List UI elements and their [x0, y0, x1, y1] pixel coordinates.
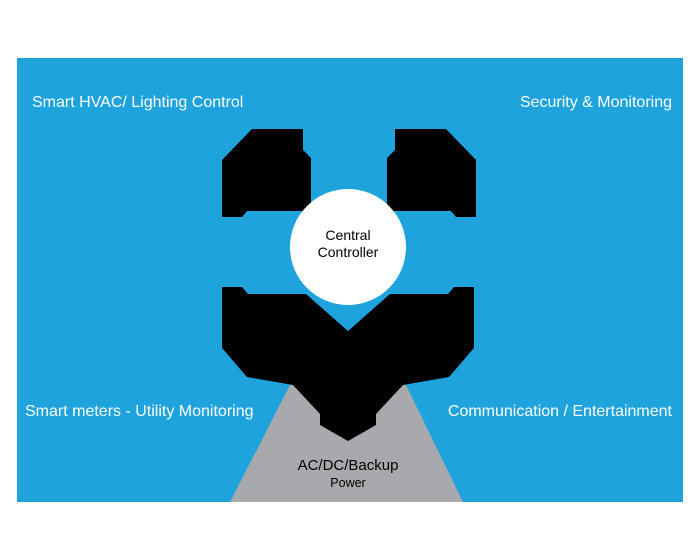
arrow-bottom-assembly — [222, 287, 474, 441]
label-communication-entertainment: Communication / Entertainment — [447, 403, 672, 420]
central-controller-line1: Central — [325, 227, 371, 243]
central-controller-text: Central Controller — [288, 227, 408, 261]
label-smart-hvac-lighting: Smart HVAC/ Lighting Control — [32, 94, 244, 111]
label-smart-meters-utility: Smart meters - Utility Monitoring — [25, 403, 254, 420]
label-power: Power — [330, 476, 366, 490]
central-controller-line2: Controller — [317, 244, 379, 260]
label-security-monitoring: Security & Monitoring — [519, 94, 672, 111]
arrow-top-left — [222, 129, 311, 217]
central-controller-circle — [290, 189, 406, 305]
arrow-top-right — [387, 129, 476, 217]
label-power-backup: AC/DC/Backup — [297, 457, 399, 474]
